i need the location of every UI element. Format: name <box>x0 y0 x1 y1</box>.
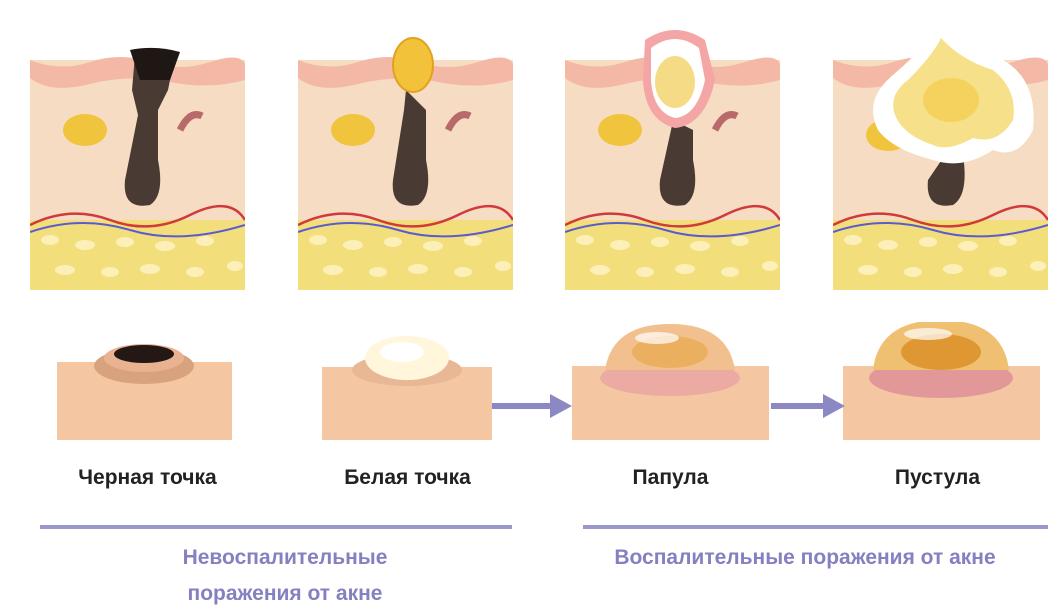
cross-section-whitehead <box>298 20 513 290</box>
group-divider-noninflammatory <box>40 525 512 529</box>
group-divider-inflammatory <box>583 525 1048 529</box>
group-label-inflammatory: Воспалительные поражения от акне <box>590 540 1020 576</box>
surface-pustule <box>843 322 1040 440</box>
progression-arrow-2 <box>771 394 845 418</box>
progression-arrow-1 <box>492 394 572 418</box>
cross-section-pustule <box>833 20 1048 290</box>
cross-section-blackhead <box>30 20 245 290</box>
stage-label-papule: Папула <box>563 466 778 490</box>
cross-section-papule <box>565 20 780 290</box>
group-label-noninflammatory: Невоспалительные поражения от акне <box>150 540 420 612</box>
surface-papule <box>572 322 769 440</box>
stage-label-blackhead: Черная точка <box>40 466 255 490</box>
surface-whitehead <box>322 322 492 440</box>
stage-label-pustule: Пустула <box>830 466 1045 490</box>
surface-blackhead <box>57 322 232 440</box>
stage-label-whitehead: Белая точка <box>300 466 515 490</box>
